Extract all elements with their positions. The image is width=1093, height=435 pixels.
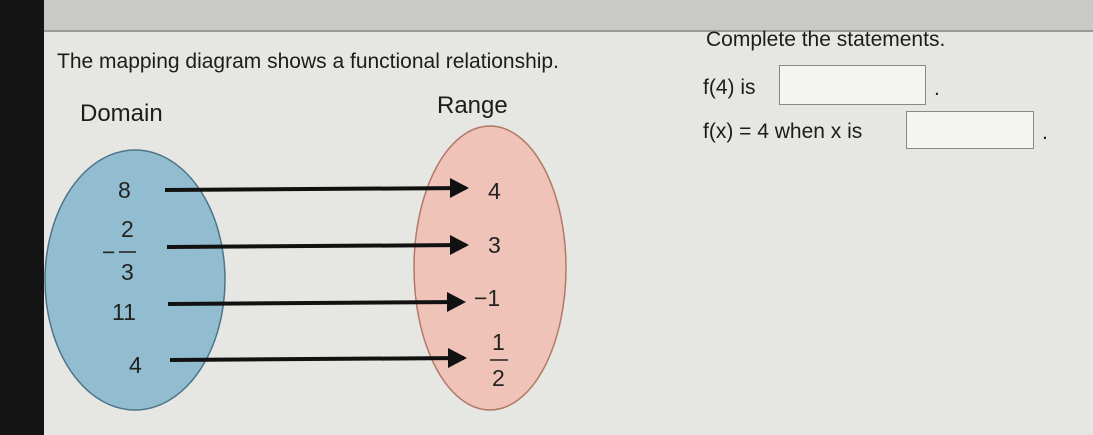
domain-label: Domain xyxy=(80,100,163,127)
arrowhead-1 xyxy=(450,178,469,198)
screen-bezel xyxy=(0,0,44,435)
arrow-4 xyxy=(169,356,465,362)
arrowhead-2 xyxy=(450,235,469,255)
domain-ellipse xyxy=(44,149,226,411)
top-bar xyxy=(44,0,1093,32)
question-prompt: The mapping diagram shows a functional r… xyxy=(57,50,559,73)
range-ellipse xyxy=(413,125,567,411)
range-fraction-denominator: 2 xyxy=(492,365,505,391)
statement-1-label: f(4) is xyxy=(703,76,756,99)
domain-value-11: 11 xyxy=(112,299,136,325)
domain-value-4: 4 xyxy=(129,352,142,378)
statement-2-period: . xyxy=(1042,121,1048,144)
arrow-1 xyxy=(164,186,467,192)
range-value-4: 4 xyxy=(488,178,501,204)
domain-fraction-denominator: 3 xyxy=(121,259,134,285)
range-label: Range xyxy=(437,92,508,119)
arrow-2 xyxy=(166,243,467,249)
domain-fraction-sign: − xyxy=(102,239,115,265)
range-value-3: 3 xyxy=(488,232,501,258)
arrowhead-3 xyxy=(447,292,466,312)
f4-answer-input[interactable] xyxy=(779,65,926,105)
range-fraction-numerator: 1 xyxy=(492,329,505,355)
x-answer-input[interactable] xyxy=(906,111,1034,149)
statements-heading: Complete the statements. xyxy=(706,28,946,51)
domain-fraction-numerator: 2 xyxy=(121,216,134,242)
statement-1-period: . xyxy=(934,77,940,100)
domain-value-8: 8 xyxy=(118,177,131,203)
arrow-3 xyxy=(167,300,463,306)
arrowhead-4 xyxy=(448,348,467,368)
arrows xyxy=(164,178,469,368)
range-value-neg1: −1 xyxy=(474,285,500,311)
statement-2-label: f(x) = 4 when x is xyxy=(703,120,863,143)
